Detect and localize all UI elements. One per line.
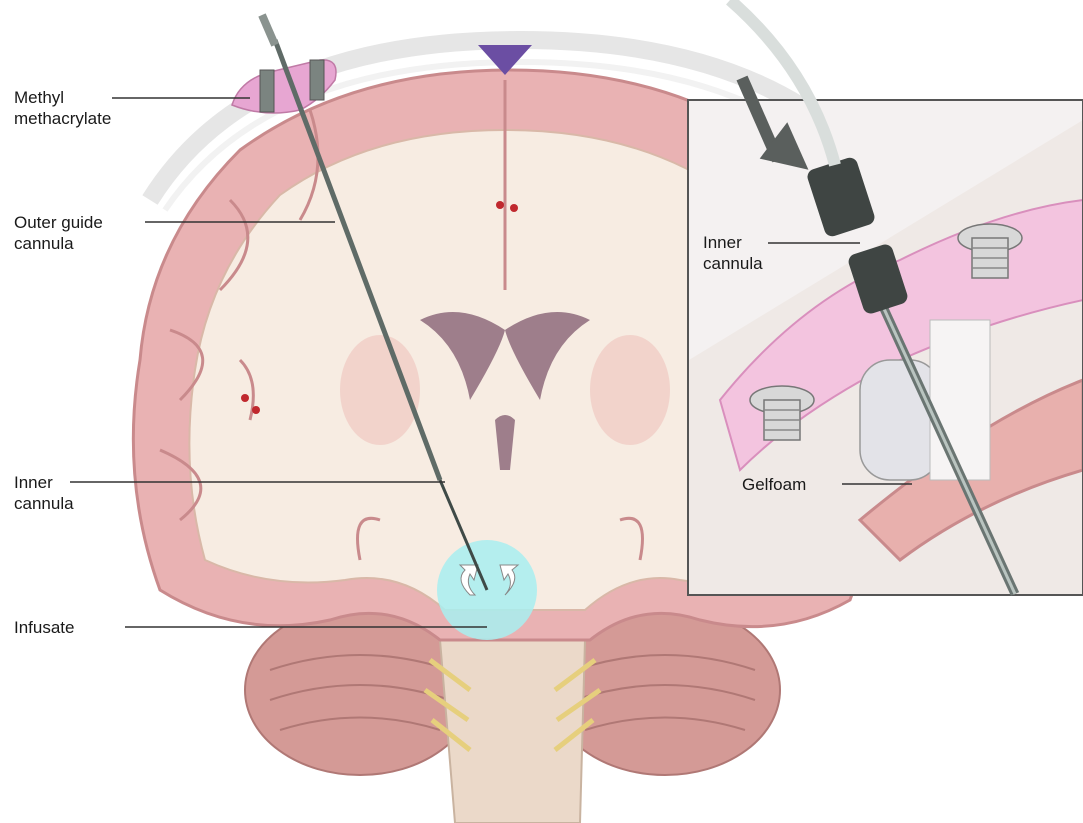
brainstem <box>440 640 585 823</box>
label-outer-guide-cannula: Outer guide cannula <box>14 212 103 254</box>
label-inner-cannula-left: Inner cannula <box>14 472 74 514</box>
label-line: Gelfoam <box>742 474 806 495</box>
label-infusate: Infusate <box>14 617 75 638</box>
label-line: methacrylate <box>14 108 111 129</box>
label-gelfoam: Gelfoam <box>742 474 806 495</box>
label-methyl-methacrylate: Methyl methacrylate <box>14 87 111 129</box>
screw-left <box>260 70 274 112</box>
label-line: Methyl <box>14 87 111 108</box>
label-line: Inner <box>14 472 74 493</box>
label-line: cannula <box>703 253 763 274</box>
label-line: cannula <box>14 233 103 254</box>
label-line: Inner <box>703 232 763 253</box>
label-line: Outer guide <box>14 212 103 233</box>
screw-right <box>310 60 324 100</box>
label-line: Infusate <box>14 617 75 638</box>
label-inner-cannula-inset: Inner cannula <box>703 232 763 274</box>
cannula-tip <box>262 15 275 45</box>
label-line: cannula <box>14 493 74 514</box>
